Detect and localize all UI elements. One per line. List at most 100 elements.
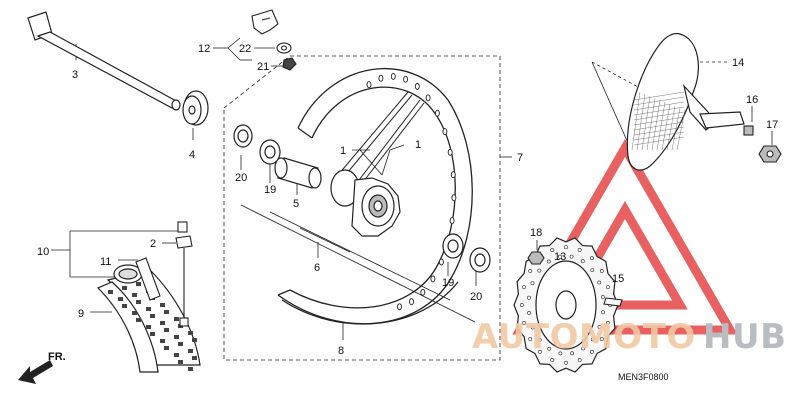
disc-hole (577, 248, 582, 252)
callout-4: 4 (189, 149, 195, 161)
disc-hole (522, 320, 526, 325)
disc-hole (558, 351, 563, 356)
tire-knob (146, 325, 151, 329)
callout-3: 3 (72, 69, 78, 81)
tire-knob (174, 317, 179, 321)
callout-20-right: 20 (470, 291, 482, 303)
disc-hole (550, 248, 555, 252)
tire-knob (136, 300, 141, 304)
right-seal-and-bearing (442, 233, 491, 273)
spoke-hole (378, 74, 384, 82)
tire-knob (174, 335, 179, 339)
tire-knob (150, 314, 155, 318)
speed-sensor-parts (251, 9, 297, 71)
callout-21: 21 (257, 61, 269, 73)
hub (330, 169, 401, 237)
mesh-line (631, 91, 641, 151)
watermark-text: AUTOMOTO HUB (472, 317, 786, 357)
spoke-hole (425, 94, 431, 102)
left-seal-and-bearing (233, 124, 281, 165)
disc-hole (550, 358, 555, 362)
spoke-hole (449, 217, 455, 225)
callout-12: 12 (198, 43, 210, 55)
disc-hole (597, 280, 602, 285)
callout-20-left: 20 (235, 172, 247, 184)
mesh-line (646, 97, 656, 151)
spoke-hole (438, 258, 444, 266)
disc-hole (546, 259, 551, 264)
disc-hole (581, 346, 586, 351)
front-direction-arrow-icon: FR. (18, 351, 66, 384)
distance-collar (274, 157, 322, 189)
rim-band (135, 257, 161, 301)
cover-bolt-16 (743, 125, 754, 136)
spoke-hole (450, 171, 456, 179)
disc-hole (530, 325, 535, 330)
tire-knob (136, 318, 141, 322)
watermark-text-a: AUTOMOTO (472, 317, 696, 357)
spoke-hole (434, 109, 440, 117)
spoke-hole (403, 75, 409, 83)
disc-hole (558, 254, 562, 259)
mesh-line (633, 131, 685, 141)
mesh-line (661, 103, 671, 151)
mesh-line (633, 91, 685, 101)
tire-knob (160, 303, 165, 307)
tire-knob (160, 321, 165, 325)
tire-knob (160, 339, 165, 343)
mesh-line (656, 101, 666, 151)
tire-knob (192, 338, 197, 342)
part-numbers: 3 4 10 11 2 9 12 22 21 7 20 19 5 6 1 1 1… (37, 43, 778, 357)
disc-hole (528, 269, 533, 273)
spoke-hole (409, 298, 414, 306)
callout-6: 6 (314, 262, 320, 274)
axle (27, 11, 181, 111)
mesh-line (633, 126, 685, 136)
disc-bolt-15 (603, 297, 623, 307)
spoke-hole (397, 303, 402, 311)
mesh-line (651, 99, 661, 151)
mesh-line (633, 96, 685, 106)
tire-knob (132, 311, 137, 315)
side-collar (182, 90, 209, 126)
wheel-rim (277, 68, 473, 325)
tire-knob (164, 346, 169, 350)
spoke-hole (414, 82, 420, 90)
disc-hole (570, 351, 575, 356)
mesh-line (676, 109, 686, 151)
front-arrow-label: FR. (48, 351, 66, 363)
disc-hole (606, 285, 610, 290)
tire-knob (122, 304, 127, 308)
mesh-line (671, 107, 681, 151)
disc-hole (538, 349, 542, 354)
tire-knob (188, 367, 193, 371)
callout-7: 7 (517, 152, 523, 164)
callout-18: 18 (530, 227, 542, 239)
callout-8: 8 (338, 345, 344, 357)
disc-hole (569, 254, 574, 259)
spoke-hole (447, 148, 453, 156)
tire-knob (164, 328, 169, 332)
tire-knob (178, 360, 183, 364)
callout-14: 14 (732, 57, 744, 69)
callout-10: 10 (37, 246, 49, 258)
disc-hole (601, 310, 605, 315)
spokes (337, 91, 425, 187)
disc-hole (590, 337, 595, 342)
spoke-hole (366, 81, 372, 89)
watermark-text-b: HUB (703, 317, 786, 357)
disc-hole (590, 256, 594, 261)
disc-hole (590, 349, 594, 354)
callout-9: 9 (78, 308, 84, 320)
tire-knob (178, 342, 183, 346)
mesh-line (633, 111, 685, 121)
cover-nut-17 (758, 145, 782, 163)
disc-hole (528, 337, 533, 341)
callout-17: 17 (766, 119, 778, 131)
callout-1-left: 1 (340, 145, 346, 157)
disc-cover (626, 32, 745, 171)
tire-knob (146, 307, 151, 311)
spoke-hole (420, 288, 426, 296)
